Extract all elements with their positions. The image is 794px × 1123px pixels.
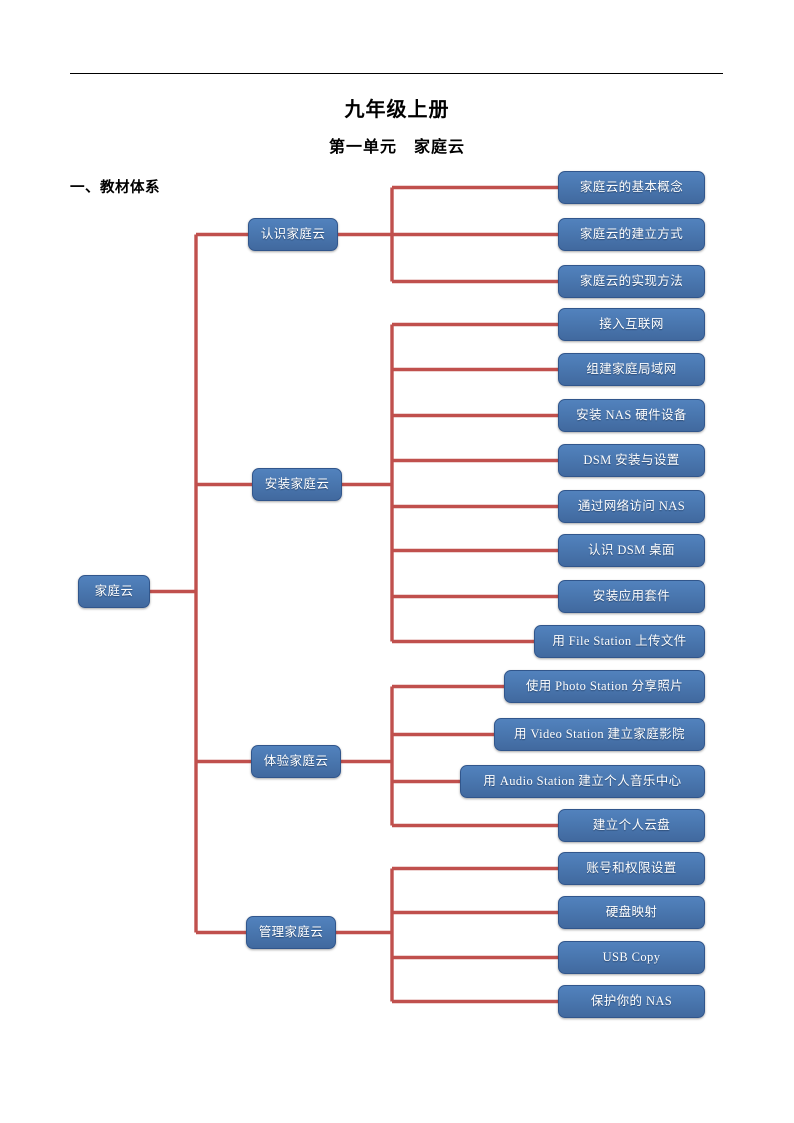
node-leaf-8[interactable]: 认识 DSM 桌面 (558, 534, 705, 567)
node-leaf-5[interactable]: 安装 NAS 硬件设备 (558, 399, 705, 432)
node-root[interactable]: 家庭云 (78, 575, 150, 608)
node-leaf-11[interactable]: 使用 Photo Station 分享照片 (504, 670, 705, 703)
node-label: 硬盘映射 (605, 905, 658, 920)
node-label: 家庭云的基本概念 (579, 180, 684, 195)
node-label: 认识家庭云 (260, 227, 326, 242)
node-label: 组建家庭局域网 (586, 362, 677, 377)
node-leaf-15[interactable]: 账号和权限设置 (558, 852, 705, 885)
node-leaf-1[interactable]: 家庭云的建立方式 (558, 218, 705, 251)
node-label: 保护你的 NAS (590, 994, 673, 1009)
node-label: DSM 安装与设置 (583, 453, 680, 468)
node-label: 家庭云的建立方式 (579, 227, 684, 242)
header-rule (70, 73, 723, 74)
node-leaf-6[interactable]: DSM 安装与设置 (558, 444, 705, 477)
node-leaf-9[interactable]: 安装应用套件 (558, 580, 705, 613)
node-branch-3[interactable]: 管理家庭云 (246, 916, 336, 949)
page-title: 九年级上册 (344, 99, 450, 121)
node-leaf-7[interactable]: 通过网络访问 NAS (558, 490, 705, 523)
node-leaf-17[interactable]: USB Copy (558, 941, 705, 974)
section-heading: 一、教材体系 (70, 180, 160, 196)
node-leaf-4[interactable]: 组建家庭局域网 (558, 353, 705, 386)
node-label: 体验家庭云 (263, 754, 329, 769)
node-label: 建立个人云盘 (592, 818, 671, 833)
node-label: 用 Video Station 建立家庭影院 (514, 727, 685, 742)
node-label: 管理家庭云 (258, 925, 324, 940)
node-leaf-13[interactable]: 用 Audio Station 建立个人音乐中心 (460, 765, 705, 798)
node-label: 通过网络访问 NAS (577, 499, 686, 514)
node-label: 安装家庭云 (264, 477, 330, 492)
node-label: USB Copy (602, 950, 661, 965)
node-leaf-18[interactable]: 保护你的 NAS (558, 985, 705, 1018)
node-leaf-12[interactable]: 用 Video Station 建立家庭影院 (494, 718, 705, 751)
node-label: 安装应用套件 (592, 589, 671, 604)
node-label: 账号和权限设置 (586, 861, 677, 876)
node-label: 家庭云的实现方法 (579, 274, 684, 289)
node-label: 用 File Station 上传文件 (552, 634, 687, 649)
node-label: 用 Audio Station 建立个人音乐中心 (483, 774, 682, 789)
node-branch-2[interactable]: 体验家庭云 (251, 745, 341, 778)
node-leaf-16[interactable]: 硬盘映射 (558, 896, 705, 929)
node-label: 使用 Photo Station 分享照片 (525, 679, 684, 694)
node-label: 接入互联网 (599, 317, 664, 332)
node-leaf-0[interactable]: 家庭云的基本概念 (558, 171, 705, 204)
node-label: 家庭云 (94, 584, 134, 599)
node-leaf-3[interactable]: 接入互联网 (558, 308, 705, 341)
node-label: 认识 DSM 桌面 (588, 543, 675, 558)
page-subtitle: 第一单元 家庭云 (328, 139, 465, 156)
node-leaf-14[interactable]: 建立个人云盘 (558, 809, 705, 842)
node-leaf-2[interactable]: 家庭云的实现方法 (558, 265, 705, 298)
node-branch-1[interactable]: 安装家庭云 (252, 468, 342, 501)
node-leaf-10[interactable]: 用 File Station 上传文件 (534, 625, 705, 658)
node-label: 安装 NAS 硬件设备 (576, 408, 687, 423)
node-branch-0[interactable]: 认识家庭云 (248, 218, 338, 251)
